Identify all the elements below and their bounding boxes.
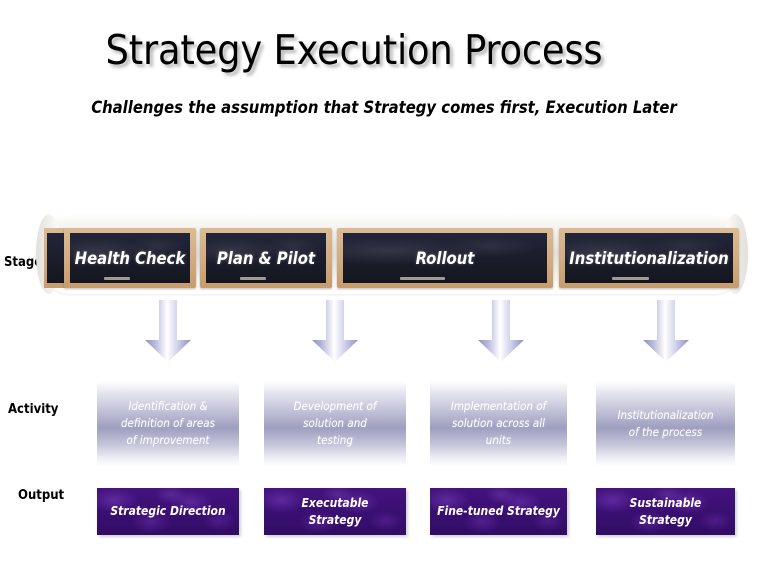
activity-label-1: Development of solution and testing: [294, 398, 377, 448]
activity-line: Identification &: [128, 399, 208, 414]
activity-line: Institutionalization: [617, 407, 714, 422]
page-title: Strategy Execution Process: [105, 26, 603, 74]
activity-label-3: Institutionalization of the process: [617, 407, 713, 440]
page-subtitle: Challenges the assumption that Strategy …: [91, 98, 677, 117]
stage-chalkboard-1[interactable]: Plan & Pilot: [200, 228, 332, 288]
activity-line: definition of areas: [120, 416, 216, 431]
output-line: Strategic Direction: [110, 504, 226, 519]
stage-chalkboard-3[interactable]: Institutionalization: [559, 228, 739, 288]
row-label-stage: Stage: [4, 255, 43, 270]
chalkboard-slate: Institutionalization: [565, 233, 733, 283]
output-label-3: Sustainable Strategy: [630, 495, 702, 527]
output-line: Strategy: [308, 512, 362, 527]
chalkboard-slate: Health Check: [70, 233, 190, 283]
output-box-2[interactable]: Fine-tuned Strategy: [430, 488, 567, 535]
activity-line: solution across all: [451, 416, 545, 431]
stage-label-0: Health Check: [74, 248, 186, 268]
activity-label-2: Implementation of solution across all un…: [451, 398, 546, 448]
row-label-activity: Activity: [8, 402, 59, 417]
output-box-1[interactable]: Executable Strategy: [264, 488, 406, 535]
arrow-down-icon-2: [478, 300, 524, 362]
stage-label-1: Plan & Pilot: [216, 248, 316, 268]
activity-label-0: Identification & definition of areas of …: [121, 398, 215, 448]
output-box-0[interactable]: Strategic Direction: [97, 488, 239, 535]
arrow-down-icon-1: [312, 300, 358, 362]
output-line: Sustainable: [629, 496, 702, 511]
activity-line: units: [485, 432, 512, 447]
stage-chalkboard-0[interactable]: Health Check: [64, 228, 196, 288]
activity-line: of improvement: [126, 432, 210, 447]
output-box-3[interactable]: Sustainable Strategy: [596, 488, 735, 535]
activity-line: solution and: [303, 416, 367, 431]
row-label-output: Output: [18, 488, 65, 503]
activity-box-0[interactable]: Identification & definition of areas of …: [97, 381, 239, 466]
activity-box-2[interactable]: Implementation of solution across all un…: [430, 381, 567, 466]
output-line: Fine-tuned Strategy: [437, 504, 560, 519]
output-line: Strategy: [639, 512, 692, 527]
output-label-2: Fine-tuned Strategy: [437, 503, 560, 519]
output-line: Executable: [301, 496, 369, 511]
stage-label-2: Rollout: [415, 248, 475, 268]
activity-line: Implementation of: [450, 399, 547, 414]
chalkboard-slate: Rollout: [343, 233, 547, 283]
activity-line: Development of: [293, 399, 377, 414]
activity-box-3[interactable]: Institutionalization of the process: [596, 381, 735, 466]
output-label-1: Executable Strategy: [302, 495, 369, 527]
stage-label-3: Institutionalization: [569, 248, 729, 268]
arrow-down-icon-3: [643, 300, 689, 362]
arrow-down-icon-0: [145, 300, 191, 362]
chalkboard-slate: Plan & Pilot: [206, 233, 326, 283]
output-label-0: Strategic Direction: [110, 503, 225, 519]
activity-line: testing: [317, 432, 353, 447]
activity-line: of the process: [628, 424, 703, 439]
stage-chalkboard-2[interactable]: Rollout: [337, 228, 553, 288]
activity-box-1[interactable]: Development of solution and testing: [264, 381, 406, 466]
